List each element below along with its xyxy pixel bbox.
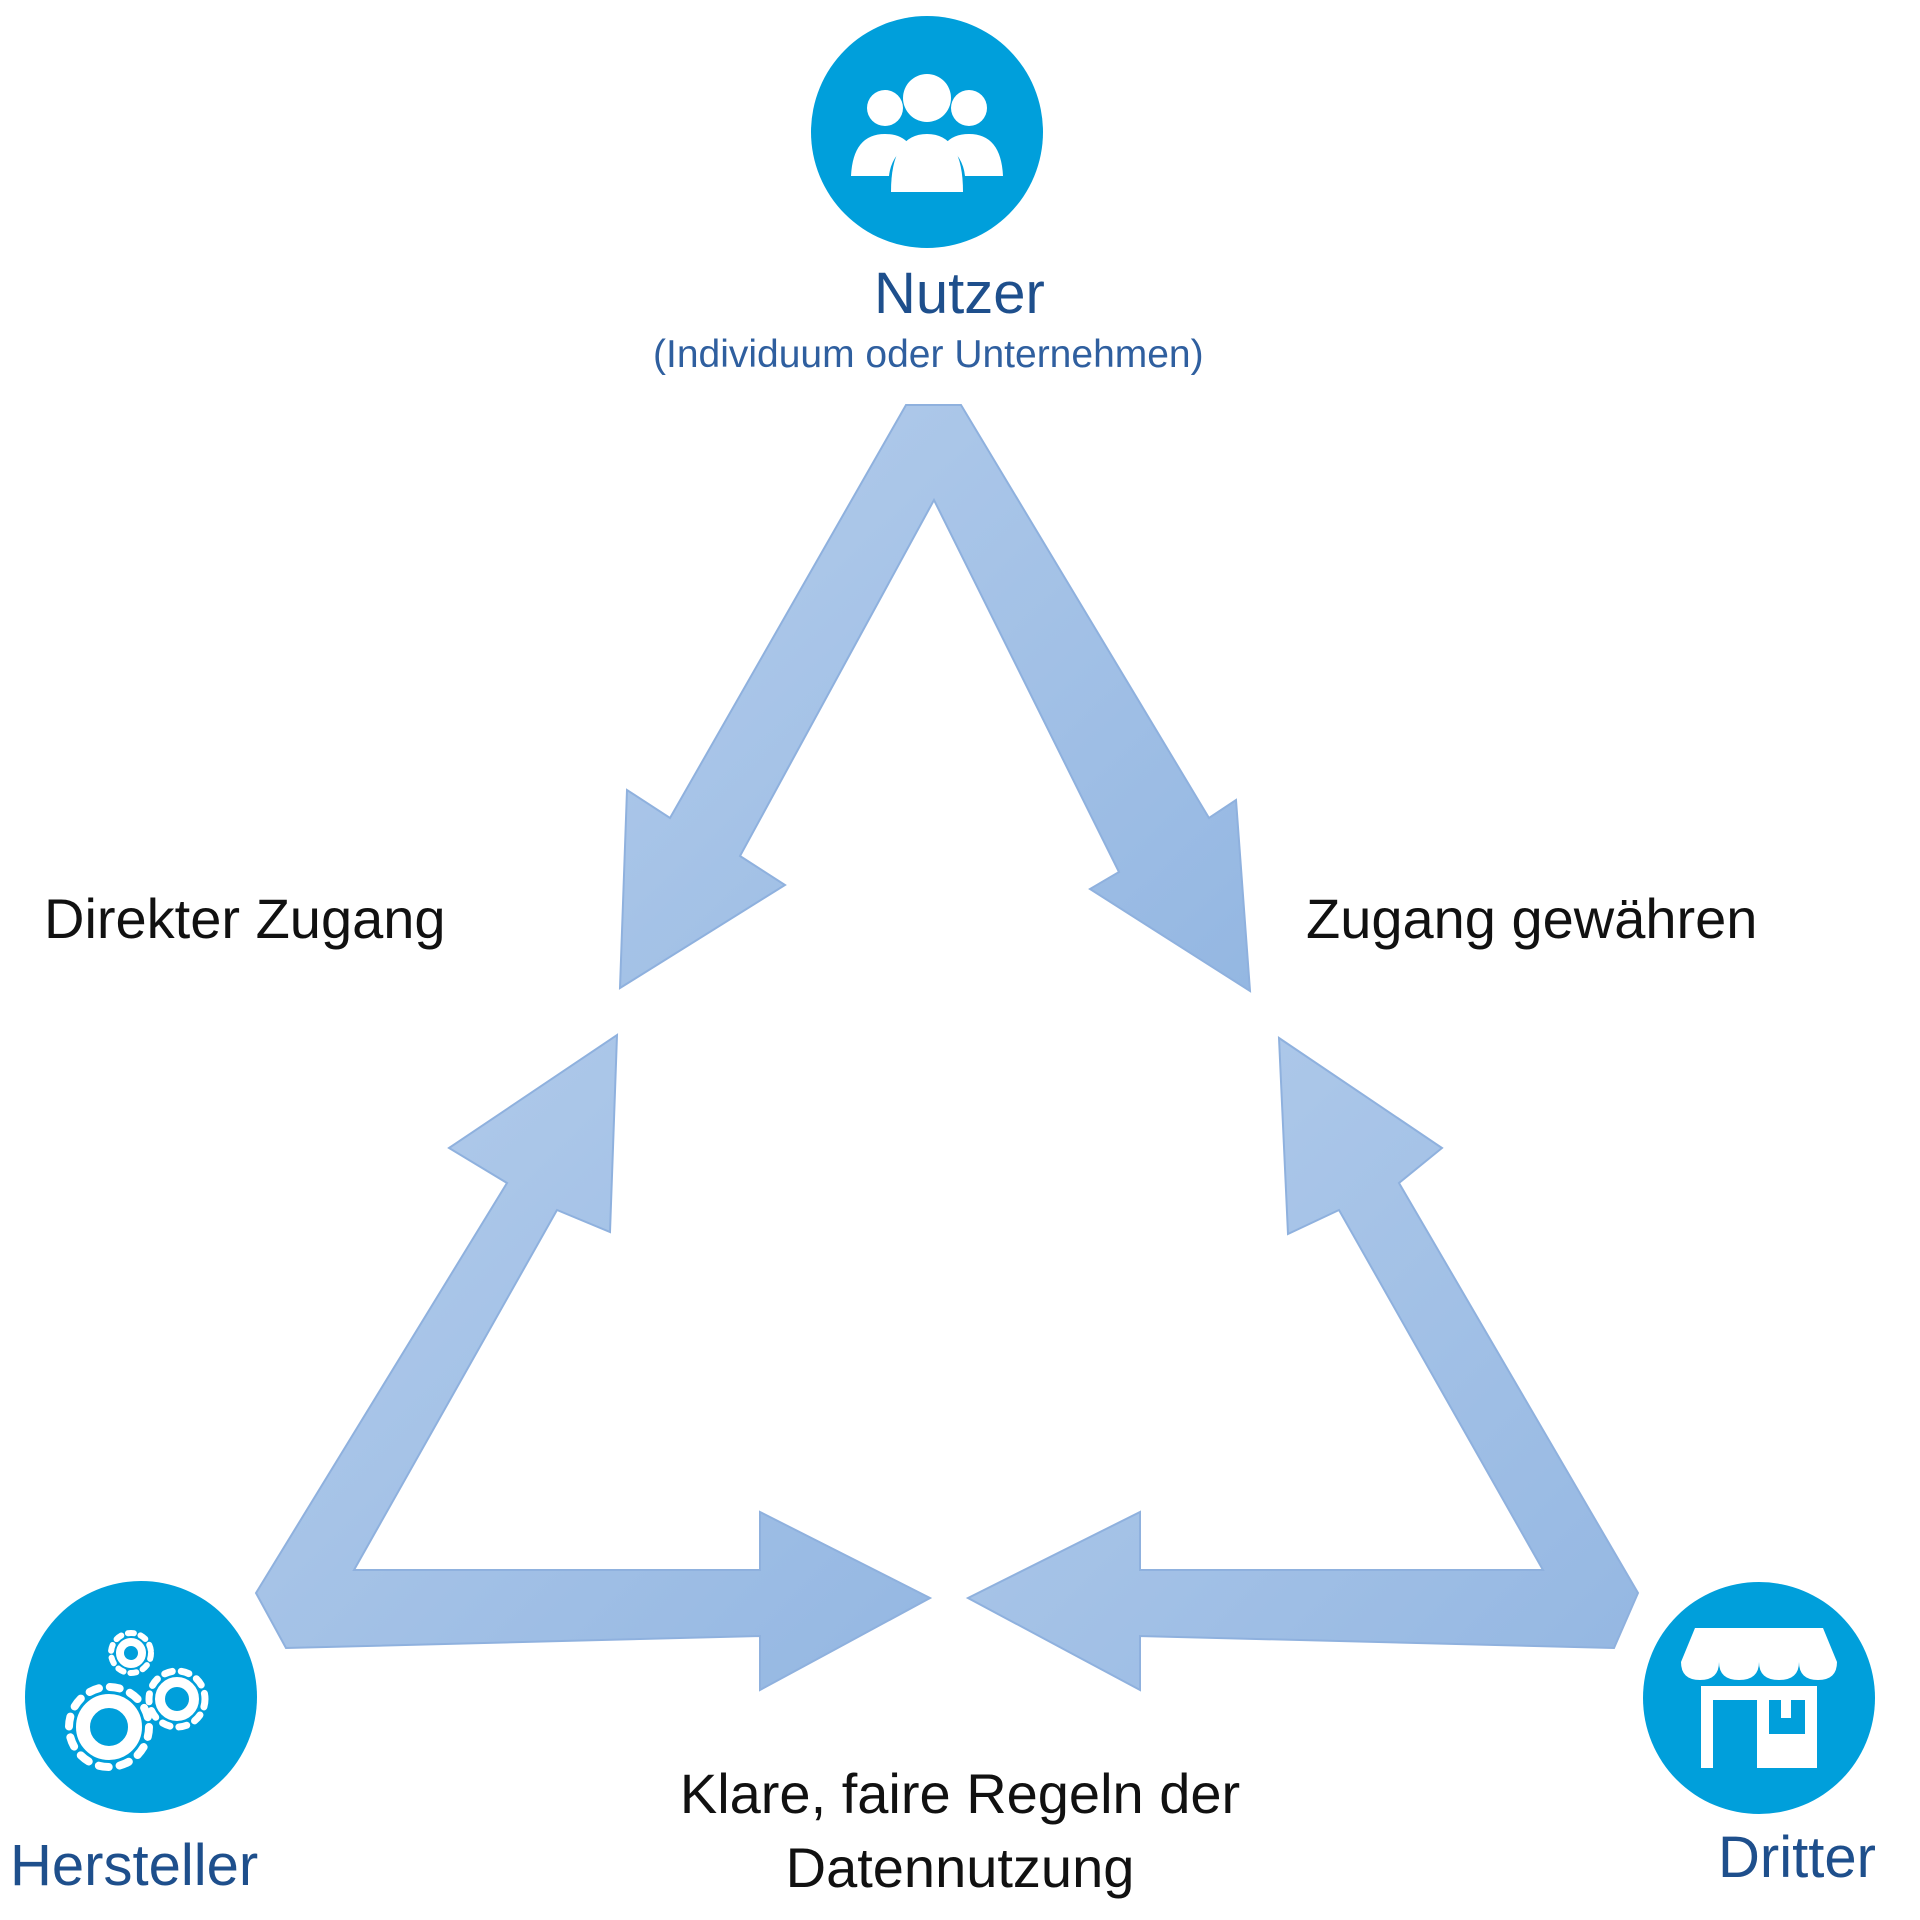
dritter-title: Dritter xyxy=(1718,1825,1876,1890)
users-group-icon xyxy=(811,16,1043,248)
edge-label-left: Direkter Zugang xyxy=(44,887,446,950)
storefront-icon xyxy=(1643,1582,1875,1814)
gears-icon xyxy=(25,1581,257,1813)
nutzer-title: Nutzer xyxy=(874,261,1045,326)
arrow-hersteller-up xyxy=(254,1033,933,1692)
nutzer-subtitle: (Individuum oder Unternehmen) xyxy=(653,333,1204,376)
hersteller-title: Hersteller xyxy=(10,1833,259,1898)
arrow-dritter-up xyxy=(965,1036,1640,1692)
arrow-nutzer-to-left xyxy=(618,404,1252,993)
edge-label-right: Zugang gewähren xyxy=(1306,887,1758,950)
edge-label-bottom: Klare, faire Regeln der Datennutzung xyxy=(679,1762,1241,1899)
